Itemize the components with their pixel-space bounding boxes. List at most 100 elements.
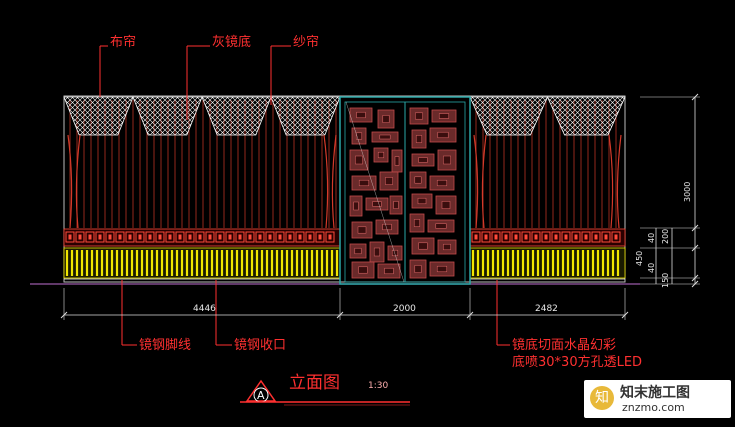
dim-tick <box>691 280 699 288</box>
band-motif-core <box>574 234 578 240</box>
dim-tick <box>691 244 699 252</box>
band-motif-core <box>484 234 488 240</box>
door-block-inset <box>384 267 394 275</box>
band-motif <box>175 231 185 243</box>
band-motif <box>85 231 95 243</box>
door-block-inset <box>436 265 448 273</box>
door-hint <box>345 101 405 283</box>
door-block-inset <box>355 132 363 140</box>
band-motif-core <box>268 234 272 240</box>
band-motif <box>235 231 245 243</box>
label-mirror-steel-baseboard: 镜钢脚线 <box>139 338 192 353</box>
band-motif-core <box>554 234 558 240</box>
wall-outline <box>63 95 626 283</box>
dim-door-width: 2000 <box>393 304 416 314</box>
door-block-inset <box>377 151 385 159</box>
dim-tick <box>466 311 474 319</box>
dim-small-b: 40 <box>647 262 656 273</box>
lattice-valance <box>469 96 549 136</box>
band-motif <box>295 231 305 243</box>
band-motif-core <box>168 234 172 240</box>
door-block-inset <box>372 201 382 207</box>
watermark-url: znzmo.com <box>622 401 685 414</box>
band-motif-core <box>198 234 202 240</box>
band-motif <box>105 231 115 243</box>
door-block-inset <box>413 219 421 227</box>
dim-band-height: 200 <box>661 228 670 244</box>
band-motif-core <box>288 234 292 240</box>
band-motif-core <box>178 234 182 240</box>
band-motif <box>571 231 581 243</box>
band-motif <box>205 231 215 243</box>
door-block-inset <box>436 179 448 187</box>
door-block-inset <box>394 156 400 166</box>
band-motif <box>551 231 561 243</box>
label-cloth-curtain: 布帘 <box>110 35 137 50</box>
band-motif <box>325 231 335 243</box>
lattice-valance <box>63 96 134 136</box>
door-block-inset <box>382 223 392 231</box>
band-motif <box>285 231 295 243</box>
door-block-inset <box>418 242 428 250</box>
band-motif-core <box>248 234 252 240</box>
band-motif <box>581 231 591 243</box>
band-motif-core <box>158 234 162 240</box>
band-motif <box>481 231 491 243</box>
door-block-inset <box>355 155 363 165</box>
band-motif-core <box>534 234 538 240</box>
band-motif <box>115 231 125 243</box>
band-motif <box>195 231 205 243</box>
door-block-inset <box>358 266 368 274</box>
band-motif <box>561 231 571 243</box>
dim-small-a: 40 <box>647 232 656 243</box>
band-motif-core <box>138 234 142 240</box>
band-motif-core <box>118 234 122 240</box>
band-motif-core <box>78 234 82 240</box>
door-block-inset <box>356 111 366 119</box>
curtain-tieback <box>481 134 487 229</box>
watermark-badge: 知 知末施工图 znzmo.com <box>584 380 731 418</box>
curtain-tieback <box>473 134 479 229</box>
band-motif-core <box>494 234 498 240</box>
dim-tick <box>60 311 68 319</box>
band-motif <box>65 231 75 243</box>
curtain-tieback <box>75 134 81 229</box>
band-motif <box>611 231 621 243</box>
dim-tick <box>691 224 699 232</box>
band-motif-core <box>474 234 478 240</box>
band-motif <box>521 231 531 243</box>
band-motif <box>215 231 225 243</box>
band-motif <box>255 231 265 243</box>
band-motif-core <box>108 234 112 240</box>
drawing-scale: 1:30 <box>368 381 389 391</box>
band-motif <box>541 231 551 243</box>
door-block-inset <box>379 134 391 140</box>
band-motif-core <box>228 234 232 240</box>
watermark-title: 知末施工图 <box>620 385 690 401</box>
band-motif-core <box>584 234 588 240</box>
band-motif <box>155 231 165 243</box>
door-block-inset <box>357 226 367 234</box>
band-motif <box>245 231 255 243</box>
door-block-inset <box>385 177 393 185</box>
section-marker-triangle <box>245 379 277 402</box>
band-motif <box>531 231 541 243</box>
door-block-inset <box>438 113 450 119</box>
curtain-tieback <box>616 134 622 229</box>
door-frame <box>339 96 471 285</box>
dim-tick <box>336 311 344 319</box>
band-motif-core <box>208 234 212 240</box>
dim-right-width: 2482 <box>535 304 558 314</box>
curtain-tieback <box>331 134 337 229</box>
band-motif <box>265 231 275 243</box>
dim-total-height: 3000 <box>683 181 692 202</box>
znzmo-logo-icon: 知 <box>590 386 614 410</box>
door-block-inset <box>393 201 399 209</box>
door-block-inset <box>443 155 451 165</box>
door-block-inset <box>443 243 451 251</box>
band-motif <box>135 231 145 243</box>
band-motif <box>591 231 601 243</box>
band-motif <box>145 231 155 243</box>
band-motif-core <box>88 234 92 240</box>
band-motif-core <box>514 234 518 240</box>
